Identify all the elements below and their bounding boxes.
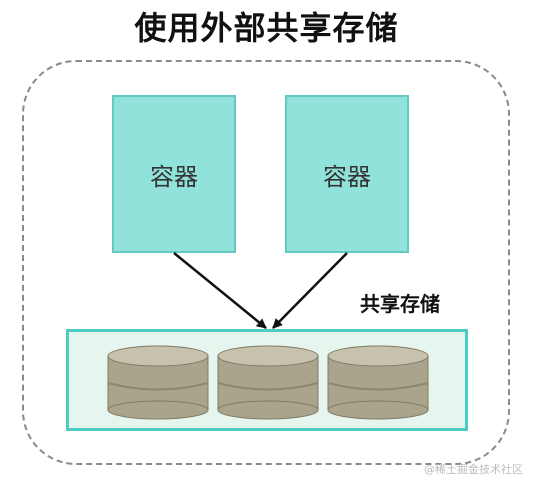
container-label-right: 容器 bbox=[323, 162, 371, 191]
arrow-left-to-storage bbox=[173, 252, 267, 329]
disk-2-icon bbox=[217, 345, 319, 420]
diagram-title: 使用外部共享存储 bbox=[134, 9, 399, 47]
disk-1-icon bbox=[107, 345, 209, 420]
disk-3-icon bbox=[327, 345, 429, 420]
shared-storage-label: 共享存储 bbox=[360, 292, 440, 316]
host-boundary bbox=[22, 60, 510, 465]
container-box-left: 容器 bbox=[112, 95, 236, 253]
container-label-left: 容器 bbox=[150, 162, 198, 191]
arrow-right-to-storage bbox=[272, 252, 348, 329]
container-box-right: 容器 bbox=[285, 95, 409, 253]
watermark: @稀土掘金技术社区 bbox=[424, 463, 523, 476]
